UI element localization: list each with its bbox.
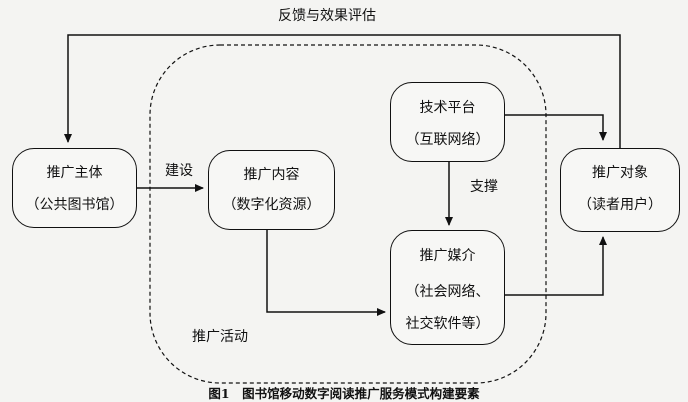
node-subtitle: （读者用户）	[578, 197, 662, 213]
node-tech-platform: 技术平台 （互联网络）	[390, 82, 505, 162]
activity-boundary	[149, 44, 547, 384]
node-subtitle-line2: 社交软件等）	[405, 316, 490, 332]
node-subtitle: （公共图书馆）	[25, 197, 124, 213]
support-label: 支撑	[470, 179, 498, 195]
node-promotion-content: 推广内容 （数字化资源）	[208, 150, 335, 230]
node-title: 技术平台	[419, 100, 476, 116]
feedback-arrow	[64, 34, 621, 148]
node-title: 推广内容	[243, 167, 300, 183]
content-to-media-arrow	[266, 230, 386, 316]
node-title: 推广对象	[592, 165, 648, 181]
node-promotion-media: 推广媒介 （社会网络、 社交软件等）	[390, 230, 505, 345]
feedback-label: 反馈与效果评估	[278, 8, 376, 24]
figure-caption: 图1 图书馆移动数字阅读推广服务模式构建要素	[208, 386, 480, 401]
media-to-target-arrow	[505, 236, 607, 296]
platform-to-target-arrow	[505, 114, 607, 141]
activity-label: 推广活动	[192, 329, 248, 345]
node-subtitle: （互联网络）	[405, 132, 490, 148]
node-promotion-target: 推广对象 （读者用户）	[560, 148, 680, 232]
node-promotion-subject: 推广主体 （公共图书馆）	[12, 148, 137, 228]
node-subtitle: （社会网络、	[405, 284, 490, 300]
node-title: 推广主体	[46, 165, 103, 181]
node-title: 推广媒介	[419, 248, 476, 264]
node-subtitle: （数字化资源）	[222, 197, 321, 213]
build-label: 建设	[165, 163, 193, 179]
